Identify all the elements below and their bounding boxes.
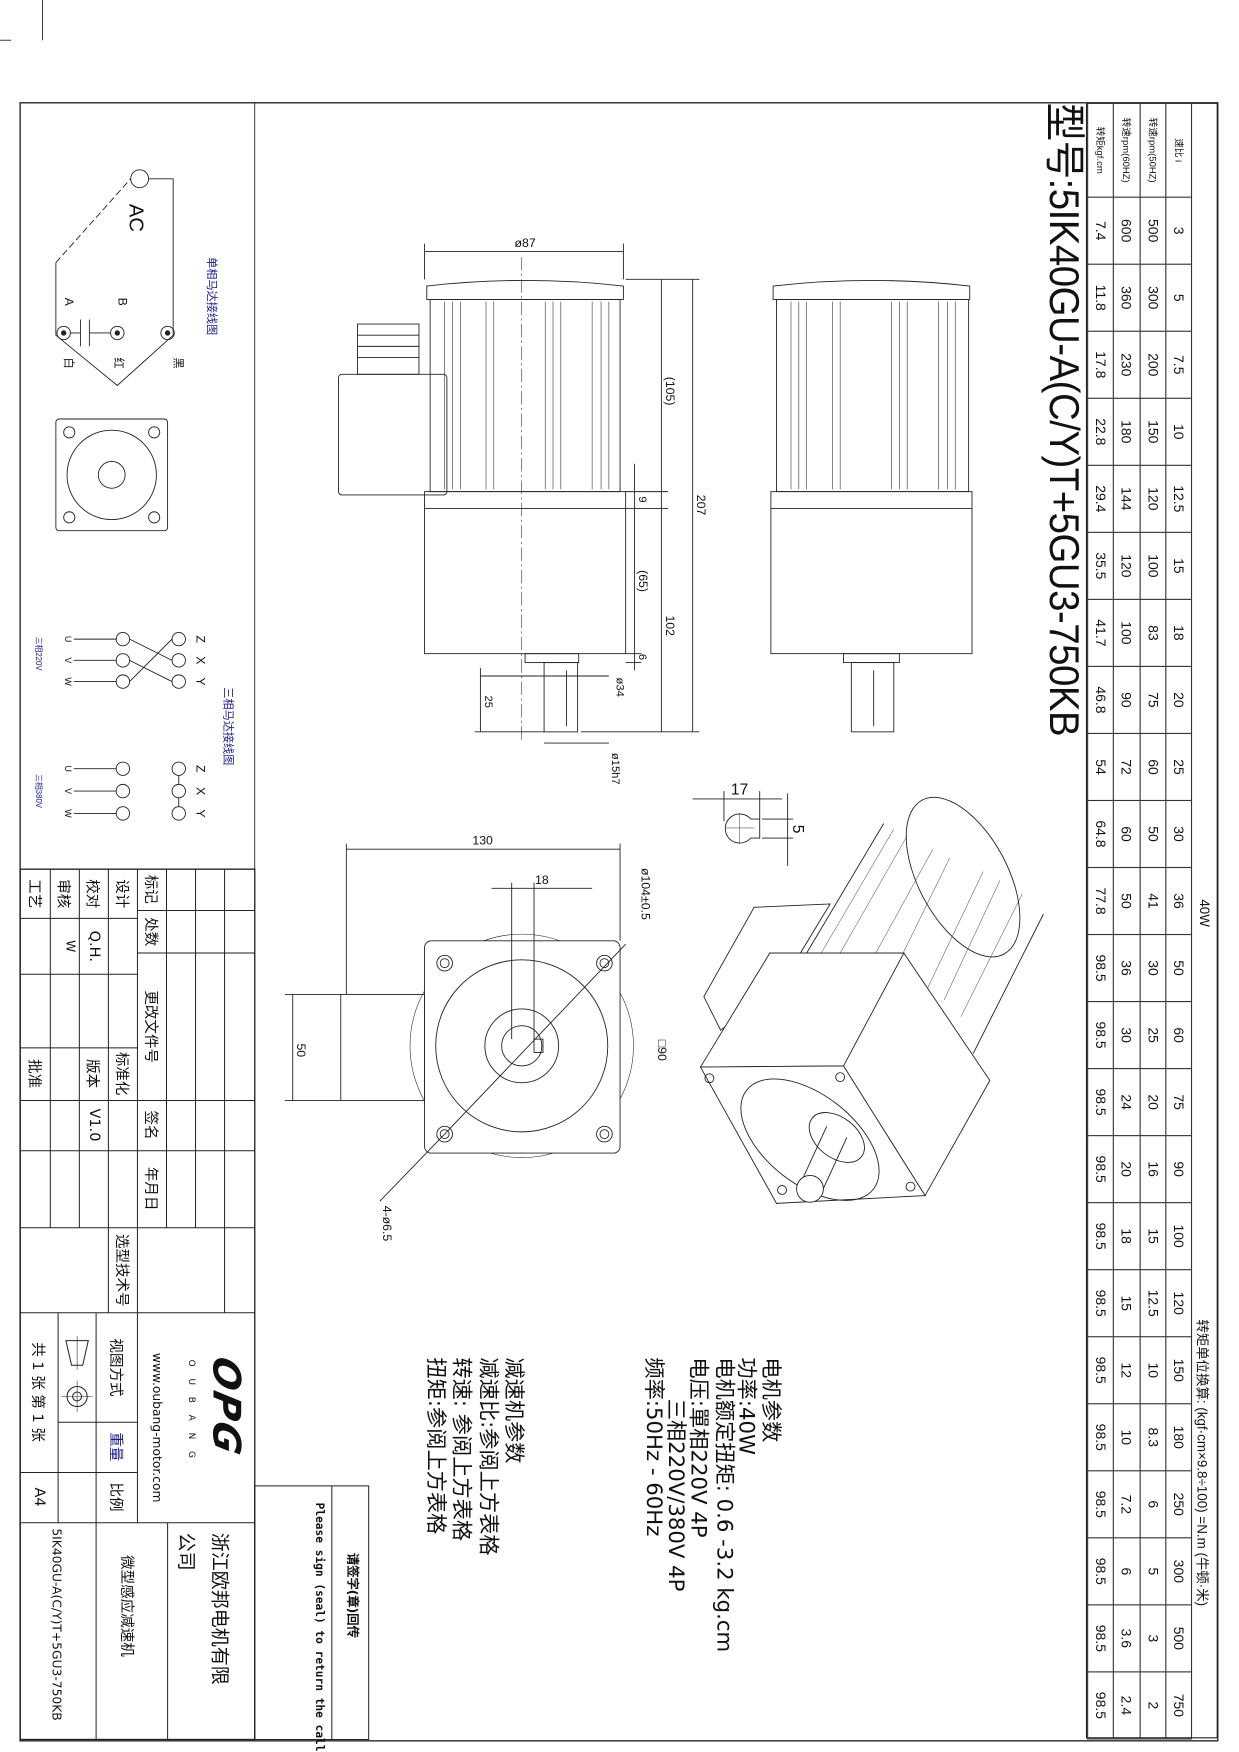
tb-check: 校对 <box>83 879 101 909</box>
tb-approve: 批准 <box>25 1059 42 1089</box>
tb-change-doc: 更改文件号 <box>141 990 159 1064</box>
single-phase-title: 单相马达接线图 <box>205 257 219 335</box>
v-label-380: V <box>63 788 73 794</box>
z-label-380: Z <box>194 765 208 773</box>
v-label: V <box>63 657 73 663</box>
tb-version-value: V1.0 <box>85 1108 103 1142</box>
three-phase-title: 三相马达接线图 <box>222 687 236 765</box>
tb-sheets: 共 1 张 第 1 张 <box>28 1342 46 1442</box>
dim-102: 102 <box>663 615 677 636</box>
tb-weight: 重量 <box>106 1432 124 1462</box>
shaft-key-detail <box>692 791 794 866</box>
dim-d87: ø87 <box>515 236 536 250</box>
terminal-b-label: B <box>115 298 129 306</box>
sign-request-cn: 请签字(章)回传 <box>345 1552 360 1638</box>
oubang-logo: OPG <box>203 1352 249 1461</box>
terminal-a-label: A <box>62 298 76 307</box>
side-view-with-terminal-box <box>338 243 700 744</box>
w-label: W <box>63 677 73 686</box>
drawing-model-number: 5IK40GU-A(C/Y)T+5GU3-750KB <box>49 1528 64 1721</box>
dim-holes: 4-ø6.5 <box>380 1206 394 1242</box>
brand-name: O U B A N G <box>186 1359 197 1463</box>
dim-6: 6 <box>636 654 648 660</box>
tb-process: 工艺 <box>25 879 42 909</box>
dim-50: 50 <box>294 1043 308 1057</box>
dim-105: (105) <box>663 377 677 406</box>
x-label: X <box>194 656 208 664</box>
tb-mark: 标记 <box>141 874 159 904</box>
side-view-plain <box>770 280 973 733</box>
front-view-flange <box>284 843 634 1202</box>
tb-check-by: Q.H. <box>85 930 103 962</box>
three-phase-wiring-diagram <box>73 631 186 821</box>
tb-review: 审核 <box>54 879 71 909</box>
dim-130: 130 <box>472 834 493 848</box>
dim-d34: ø34 <box>614 678 626 697</box>
v220-label: 三相220V <box>34 637 44 672</box>
isometric-view <box>699 796 1044 1204</box>
dim-sq90: □90 <box>655 1040 669 1061</box>
company-website: www.oubang-motor.com <box>149 1352 165 1503</box>
tb-review-by: W <box>63 940 78 953</box>
tb-signature: 签名 <box>141 1110 159 1140</box>
tb-view-method: 视图方式 <box>106 1338 124 1397</box>
company-name-line1: 浙江欧邦电机有限 <box>207 1532 231 1685</box>
dim-207: 207 <box>694 495 708 516</box>
wire-red-label: 红 <box>112 358 125 369</box>
wire-white-label: 白 <box>62 358 76 369</box>
tb-selection-no: 选型技术号 <box>112 1233 130 1307</box>
tb-version: 版本 <box>83 1059 101 1089</box>
tb-standardize: 标准化 <box>112 1051 130 1096</box>
projection-symbol-icon <box>61 1336 93 1413</box>
z-label: Z <box>194 635 208 643</box>
u-label-380: U <box>63 766 73 772</box>
dim-d15h7: ø15h7 <box>609 753 621 785</box>
tb-count: 处数 <box>141 917 159 947</box>
company-name-line2: 公司 <box>174 1532 197 1571</box>
dim-25: 25 <box>482 695 494 707</box>
x-label-380: X <box>194 787 208 795</box>
dim-17: 17 <box>731 781 748 798</box>
product-name: 微型感应减速机 <box>117 1555 135 1657</box>
y-label-380: Y <box>194 809 208 817</box>
wire-black-label: 黑 <box>171 358 184 369</box>
dim-9: 9 <box>636 496 648 502</box>
w-label-380: W <box>63 809 73 818</box>
tb-date: 年月日 <box>141 1166 159 1211</box>
dim-65: (65) <box>636 570 650 592</box>
u-label: U <box>63 636 73 642</box>
dim-d104: ø104±0.5 <box>638 868 652 920</box>
tb-design: 设计 <box>112 879 130 909</box>
dim-5: 5 <box>789 825 806 834</box>
single-phase-wiring-diagram <box>55 169 175 532</box>
dim-18: 18 <box>535 873 549 887</box>
v380-label: 三相380V <box>34 774 44 809</box>
tb-paper-size: A4 <box>30 1487 48 1507</box>
ac-label: AC <box>125 204 147 232</box>
tb-scale: 比例 <box>106 1482 124 1512</box>
y-label: Y <box>194 677 208 685</box>
sign-request-en: Please sign (seal) to return the call <box>312 1502 326 1752</box>
